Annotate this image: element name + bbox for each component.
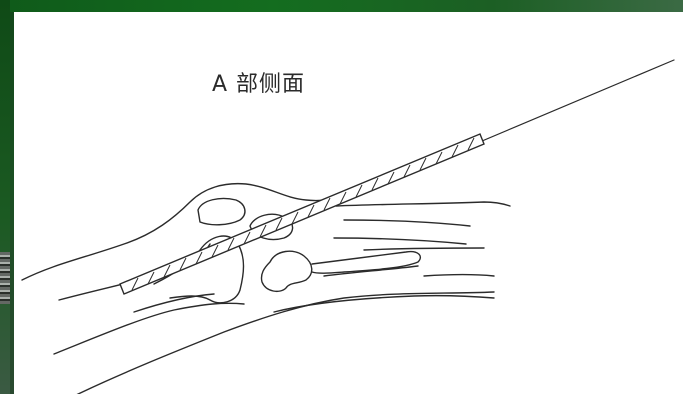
finger-line-2 <box>344 220 470 226</box>
hatched-pin <box>120 134 484 294</box>
finger-line-5 <box>424 275 494 277</box>
finger-line-4 <box>364 248 484 250</box>
mid-contour-2 <box>54 303 244 354</box>
top-border-strip <box>0 0 683 12</box>
volar-contour <box>74 292 494 394</box>
metacarpal-bone <box>312 252 420 274</box>
metacarpal-line <box>324 266 418 276</box>
diagram-canvas: A 部侧面 <box>14 12 683 394</box>
distal-bone-head <box>261 251 311 291</box>
left-edge-mark <box>0 252 10 304</box>
carpal-bone-1 <box>198 198 245 224</box>
mid-contour-1 <box>59 244 210 300</box>
finger-line-3 <box>334 238 466 244</box>
finger-line-1 <box>336 202 510 206</box>
lateral-view-illustration <box>14 12 683 394</box>
finger-line-6 <box>274 296 494 312</box>
left-border-strip <box>0 0 10 394</box>
